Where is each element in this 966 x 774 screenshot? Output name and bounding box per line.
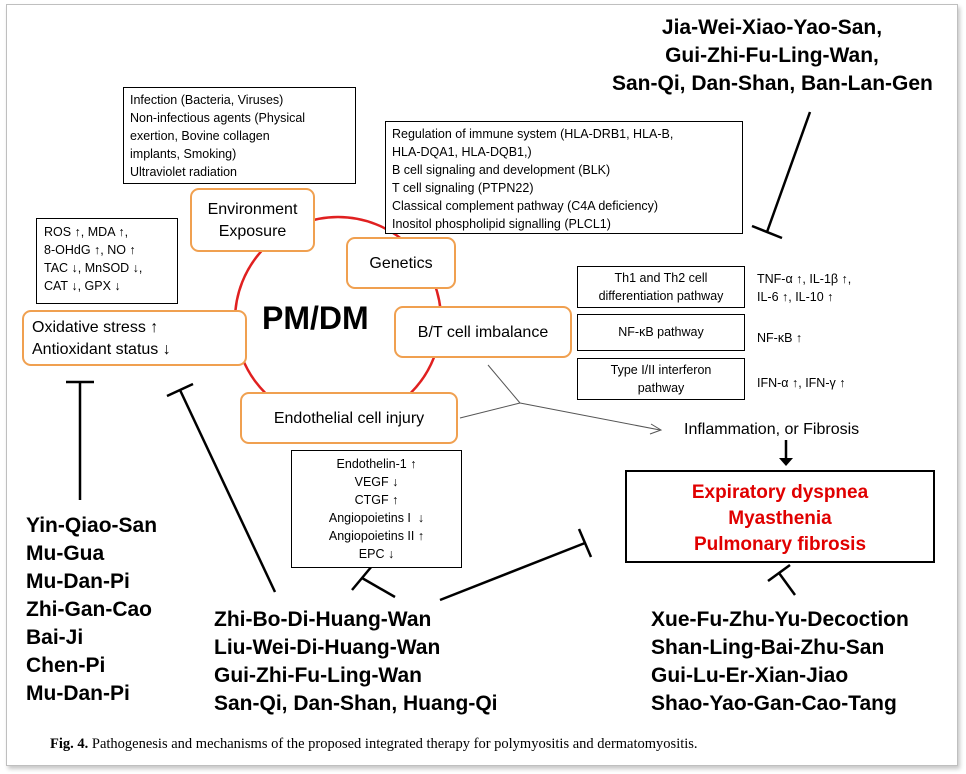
- inhibit-line-top: [765, 111, 812, 233]
- gen-item-1: Regulation of immune system (HLA-DRB1, H…: [392, 127, 674, 141]
- markers-th1th2: TNF-α ↑, IL-1β ↑, IL-6 ↑, IL-10 ↑: [757, 270, 851, 306]
- inhibit-bar-mid-endothelin: [351, 565, 373, 591]
- node-oxidative-line-1: Oxidative stress ↑: [32, 319, 159, 336]
- environment-detail-box: Infection (Bacteria, Viruses) Non-infect…: [123, 87, 356, 184]
- herb-right-2: Shan-Ling-Bai-Zhu-San: [651, 636, 885, 659]
- markers-interferon: IFN-α ↑, IFN-γ ↑: [757, 376, 846, 390]
- oxidative-detail-box: ROS ↑, MDA ↑, 8-OHdG ↑, NO ↑ TAC ↓, MnSO…: [36, 218, 178, 304]
- herb-left-4: Zhi-Gan-Cao: [26, 598, 152, 621]
- inhibit-bar-mid-outcome: [577, 528, 593, 558]
- pathway-box-th1th2: Th1 and Th2 cell differentiation pathway: [577, 266, 745, 308]
- inhibit-line-mid-oxidative: [178, 389, 277, 593]
- herb-right-3: Gui-Lu-Er-Xian-Jiao: [651, 664, 849, 687]
- ox-item-2: 8-OHdG ↑, NO ↑: [44, 243, 136, 257]
- gen-item-4: T cell signaling (PTPN22): [392, 181, 534, 195]
- inhibit-bar-bottom-right: [767, 563, 791, 583]
- caption-text: Pathogenesis and mechanisms of the propo…: [88, 736, 698, 752]
- herb-mid-4: San-Qi, Dan-Shan, Huang-Qi: [214, 692, 498, 715]
- gen-item-3: B cell signaling and development (BLK): [392, 163, 611, 177]
- merge-line-bt: [487, 364, 521, 404]
- endo-item-4: Angiopoietins I ↓: [328, 511, 425, 525]
- marker-th1th2-line-1: TNF-α ↑, IL-1β ↑,: [757, 272, 852, 286]
- endo-item-5: Angiopoietins II ↑: [328, 529, 425, 543]
- pathway-th1th2-line-1: Th1 and Th2 cell: [614, 271, 708, 285]
- inhibit-line-bottom-right: [777, 572, 797, 596]
- herb-top-2: Gui-Zhi-Fu-Ling-Wan,: [665, 44, 879, 67]
- gen-item-6: Inositol phospholipid signalling (PLCL1): [392, 217, 611, 231]
- markers-nfkb: NF-κB ↑: [757, 331, 803, 345]
- caption-label: Fig. 4.: [50, 736, 89, 752]
- node-endothelial: Endothelial cell injury: [240, 392, 458, 444]
- endo-item-3: CTGF ↑: [354, 493, 399, 507]
- inhibit-line-mid-endothelin: [361, 576, 396, 599]
- pathway-interferon-line-2: pathway: [637, 381, 685, 395]
- herb-left-5: Bai-Ji: [26, 626, 84, 649]
- merge-line-endothelial: [459, 402, 521, 419]
- herb-right-1: Xue-Fu-Zhu-Yu-Decoction: [651, 608, 909, 631]
- pathway-interferon-line-1: Type I/II interferon: [610, 363, 712, 377]
- env-item-1: Infection (Bacteria, Viruses): [130, 93, 284, 107]
- pathway-th1th2-line-2: differentiation pathway: [598, 289, 724, 303]
- endothelin-detail-box: Endothelin-1 ↑ VEGF ↓ CTGF ↑ Angiopoieti…: [291, 450, 462, 568]
- node-endothelial-label: Endothelial cell injury: [273, 410, 425, 427]
- endo-item-1: Endothelin-1 ↑: [336, 457, 417, 471]
- herb-top-1: Jia-Wei-Xiao-Yao-San,: [661, 16, 883, 39]
- endo-item-6: EPC ↓: [358, 547, 395, 561]
- env-item-3: exertion, Bovine collagen: [130, 129, 270, 143]
- herb-right-4: Shao-Yao-Gan-Cao-Tang: [651, 692, 897, 715]
- herb-left-2: Mu-Gua: [26, 542, 105, 565]
- herb-left-6: Chen-Pi: [26, 654, 106, 677]
- figure-caption: Fig. 4. Pathogenesis and mechanisms of t…: [50, 736, 698, 753]
- node-genetics-label: Genetics: [369, 255, 433, 272]
- ox-item-3: TAC ↓, MnSOD ↓,: [44, 261, 143, 275]
- env-item-2: Non-infectious agents (Physical: [130, 111, 306, 125]
- outcome-myasthenia: Myasthenia: [728, 508, 832, 529]
- herbs-top-right: Jia-Wei-Xiao-Yao-San, Gui-Zhi-Fu-Ling-Wa…: [612, 14, 933, 98]
- herb-mid-2: Liu-Wei-Di-Huang-Wan: [214, 636, 441, 659]
- herb-left-7: Mu-Dan-Pi: [26, 682, 130, 705]
- herb-top-3: San-Qi, Dan-Shan, Ban-Lan-Gen: [612, 72, 933, 95]
- node-environment: Environment Exposure: [190, 188, 315, 252]
- pathway-nfkb-label: NF-κB pathway: [618, 325, 704, 339]
- env-item-5: Ultraviolet radiation: [130, 165, 237, 179]
- inhibit-bar-top: [751, 224, 783, 240]
- herb-mid-1: Zhi-Bo-Di-Huang-Wan: [214, 608, 432, 631]
- env-item-4: implants, Smoking): [130, 147, 237, 161]
- herbs-bottom-middle: Zhi-Bo-Di-Huang-Wan Liu-Wei-Di-Huang-Wan…: [214, 606, 498, 718]
- gen-item-2: HLA-DQA1, HLA-DQB1,): [392, 145, 532, 159]
- ox-item-4: CAT ↓, GPX ↓: [44, 279, 121, 293]
- inflammation-label: Inflammation, or Fibrosis: [684, 421, 860, 438]
- inhibit-bar-mid-oxidative: [166, 382, 194, 398]
- node-oxidative-line-2: Antioxidant status ↓: [32, 341, 171, 358]
- arrow-head-inflammation: [649, 423, 663, 435]
- herb-left-1: Yin-Qiao-San: [26, 514, 158, 537]
- outcome-expiratory-dyspnea: Expiratory dyspnea: [691, 482, 869, 503]
- arrow-to-inflammation: [519, 402, 661, 431]
- ox-item-1: ROS ↑, MDA ↑,: [44, 225, 129, 239]
- node-bt-cell-label: B/T cell imbalance: [417, 324, 549, 341]
- gen-item-5: Classical complement pathway (C4A defici…: [392, 199, 659, 213]
- herb-mid-3: Gui-Zhi-Fu-Ling-Wan: [214, 664, 422, 687]
- marker-th1th2-line-2: IL-6 ↑, IL-10 ↑: [757, 290, 834, 304]
- genetics-detail-box: Regulation of immune system (HLA-DRB1, H…: [385, 121, 743, 234]
- herbs-bottom-right: Xue-Fu-Zhu-Yu-Decoction Shan-Ling-Bai-Zh…: [651, 606, 909, 718]
- node-bt-cell: B/T cell imbalance: [394, 306, 572, 358]
- node-oxidative: Oxidative stress ↑ Antioxidant status ↓: [22, 310, 247, 366]
- arrow-head-outcome: [779, 458, 793, 466]
- node-genetics: Genetics: [346, 237, 456, 289]
- outcome-box: Expiratory dyspnea Myasthenia Pulmonary …: [625, 470, 935, 563]
- pathway-box-nfkb: NF-κB pathway: [577, 314, 745, 351]
- node-environment-line-2: Exposure: [218, 223, 287, 240]
- inhibit-line-mid-outcome: [439, 541, 586, 602]
- node-environment-line-1: Environment: [207, 201, 298, 218]
- pathway-box-interferon: Type I/II interferon pathway: [577, 358, 745, 400]
- central-title: PM/DM: [262, 300, 369, 336]
- endo-item-2: VEGF ↓: [354, 475, 399, 489]
- herbs-left: Yin-Qiao-San Mu-Gua Mu-Dan-Pi Zhi-Gan-Ca…: [26, 512, 157, 708]
- outcome-pulmonary-fibrosis: Pulmonary fibrosis: [693, 534, 867, 555]
- herb-left-3: Mu-Dan-Pi: [26, 570, 130, 593]
